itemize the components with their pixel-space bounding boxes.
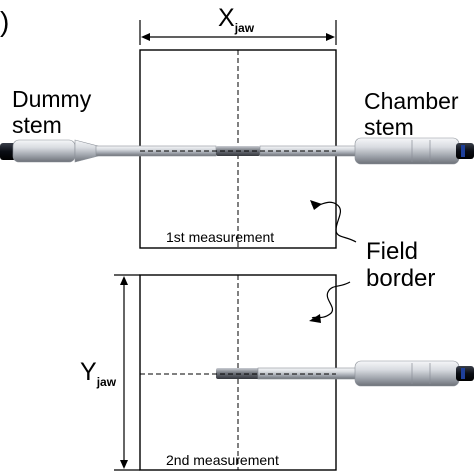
field-border-label: Field border xyxy=(366,238,435,292)
second-measurement-caption: 2nd measurement xyxy=(166,452,279,468)
chamber-stem-label: Chamber stem xyxy=(364,88,459,140)
y-jaw-dimension xyxy=(114,274,140,471)
y-jaw-label: Yjaw xyxy=(80,358,116,389)
y-jaw-subscript: jaw xyxy=(96,375,117,389)
chamber-stem-label-line2: stem xyxy=(364,114,414,140)
first-measurement-caption: 1st measurement xyxy=(166,229,275,245)
field-border-label-line1: Field xyxy=(366,238,419,265)
x-jaw-dimension xyxy=(139,20,337,45)
panel-marker: ) xyxy=(0,6,10,37)
x-jaw-subscript: jaw xyxy=(234,21,255,35)
dummy-stem-label: Dummy stem xyxy=(12,86,91,138)
x-jaw-label: Xjaw xyxy=(218,4,254,35)
field-border-label-line2: border xyxy=(366,265,436,292)
field-border-leader-2 xyxy=(311,281,351,319)
y-jaw-symbol: Y xyxy=(80,358,97,386)
dummy-stem-label-line1: Dummy xyxy=(12,86,92,112)
chamber-stem-label-line1: Chamber xyxy=(364,88,459,114)
x-jaw-symbol: X xyxy=(218,4,235,32)
field-border-leader-1 xyxy=(311,201,357,243)
dummy-stem-label-line2: stem xyxy=(12,112,62,138)
